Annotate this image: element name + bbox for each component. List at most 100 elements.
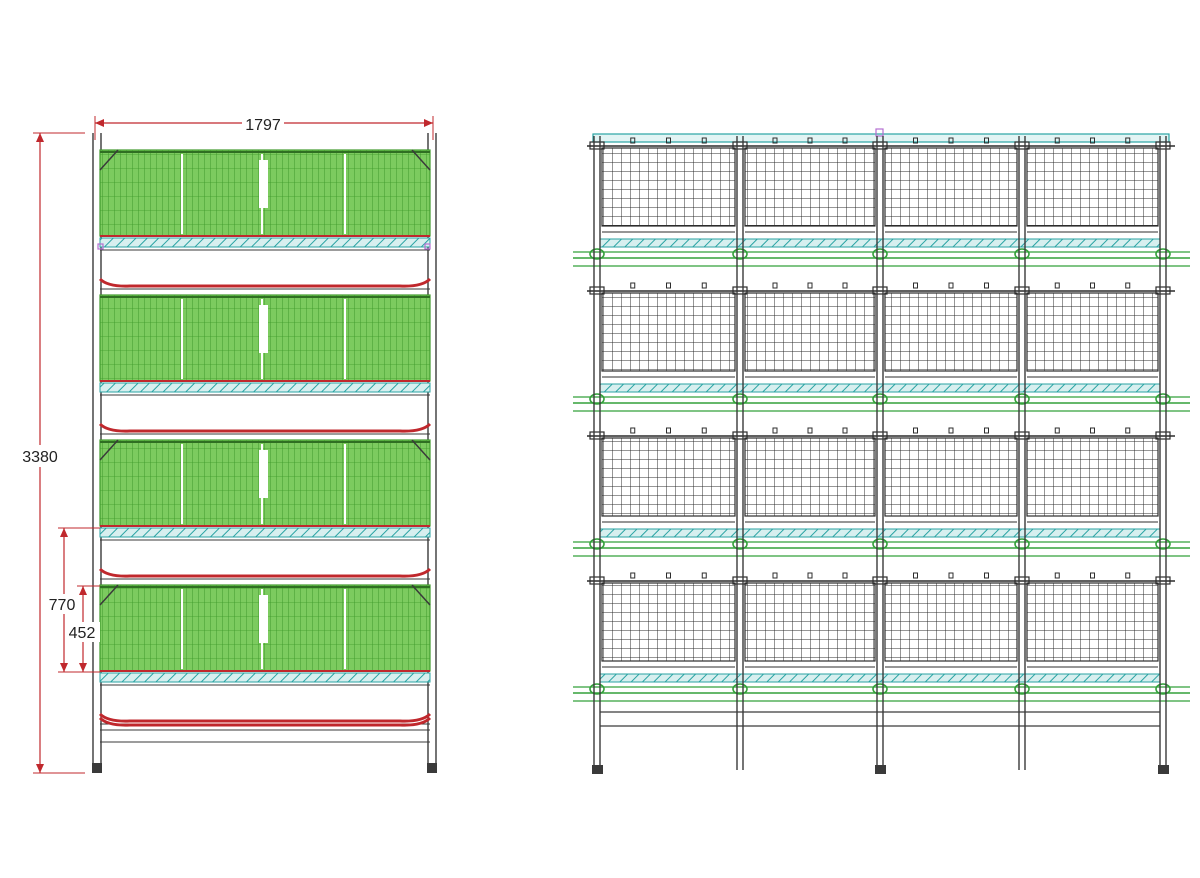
drinker-clamp — [732, 393, 748, 405]
tier-pitch-label: 770 — [49, 597, 76, 614]
post-foot — [427, 763, 437, 773]
feeder-tab — [948, 282, 954, 289]
feeder-tab — [807, 427, 813, 434]
feeder-tab — [666, 282, 671, 289]
feeder-tab — [807, 572, 813, 579]
manure-tray — [99, 382, 431, 393]
feeder-tab — [772, 427, 778, 434]
drinker-clamp — [1155, 393, 1171, 405]
drinker-clamp — [872, 683, 888, 695]
drinker-clamp — [872, 538, 888, 550]
feeder-tab — [701, 137, 707, 144]
drinker-clamp — [589, 393, 605, 405]
manure-tray — [599, 673, 1161, 683]
mesh-panel — [884, 292, 1018, 372]
feeder-tab — [772, 282, 778, 289]
corner-brace — [99, 584, 119, 606]
joint-marker — [875, 128, 884, 137]
feeder-tab — [772, 572, 778, 579]
feeder-tab — [984, 427, 989, 434]
feeder-tab — [1090, 427, 1095, 434]
feeder-tab — [913, 282, 918, 289]
manure-tray — [599, 383, 1161, 393]
cage-door — [259, 450, 268, 498]
feeder-tab — [1125, 137, 1131, 144]
drinker-clamp — [732, 248, 748, 260]
corner-brace — [99, 149, 119, 171]
joint-marker — [424, 243, 431, 250]
height-dimension: 3380 — [18, 132, 85, 774]
cage-height-label: 452 — [69, 625, 96, 642]
post-bracket — [589, 141, 605, 150]
drinker-clamp — [1155, 538, 1171, 550]
corner-brace — [99, 439, 119, 461]
mesh-panel — [601, 147, 736, 227]
mesh-panel — [601, 582, 736, 662]
feeder-tab — [1125, 572, 1131, 579]
drinker-clamp — [1014, 393, 1030, 405]
drinker-clamp — [872, 248, 888, 260]
feeder-tab — [772, 137, 778, 144]
manure-tray — [99, 672, 431, 683]
drinker-clamp — [872, 393, 888, 405]
drinker-clamp — [1155, 683, 1171, 695]
drinker-clamp — [1155, 248, 1171, 260]
feeder-tab — [1054, 427, 1060, 434]
manure-tray — [99, 527, 431, 538]
post-bracket — [1155, 431, 1171, 440]
feeder-tab — [842, 572, 848, 579]
mesh-panel — [884, 437, 1018, 517]
mesh-panel — [884, 147, 1018, 227]
feeder-tab — [807, 137, 813, 144]
post-bracket — [732, 141, 748, 150]
mesh-panel — [744, 292, 876, 372]
feeder-tab — [630, 427, 636, 434]
feeder-tab — [1090, 572, 1095, 579]
feeder-tab — [1125, 282, 1131, 289]
drinker-clamp — [589, 248, 605, 260]
feeder-tab — [1125, 427, 1131, 434]
feeder-tab — [701, 572, 707, 579]
post-foot — [875, 765, 886, 774]
post-bracket — [872, 431, 888, 440]
post-bracket — [732, 576, 748, 585]
post-bracket — [1155, 141, 1171, 150]
mesh-panel — [601, 292, 736, 372]
joint-marker — [97, 243, 104, 250]
mesh-panel — [1026, 437, 1159, 517]
feeder-tab — [630, 572, 636, 579]
feeder-tab — [842, 137, 848, 144]
post-bracket — [872, 141, 888, 150]
post-bracket — [872, 286, 888, 295]
manure-tray — [599, 528, 1161, 538]
mesh-panel — [744, 582, 876, 662]
post-bracket — [1014, 576, 1030, 585]
feeder-tab — [666, 427, 671, 434]
post-bracket — [1155, 286, 1171, 295]
mesh-panel — [1026, 147, 1159, 227]
feeder-tab — [1090, 282, 1095, 289]
post-bracket — [1155, 576, 1171, 585]
height-dimension-label: 3380 — [22, 449, 58, 466]
mesh-panel — [1026, 582, 1159, 662]
feeder-tab — [842, 427, 848, 434]
post-bracket — [732, 286, 748, 295]
feeder-tab — [1054, 572, 1060, 579]
side-view: 1797 3380 770 4 — [18, 115, 437, 774]
mesh-panel — [744, 147, 876, 227]
width-dimension: 1797 — [94, 115, 434, 140]
manure-belt — [98, 567, 432, 578]
feeder-tab — [984, 137, 989, 144]
front-view — [573, 128, 1190, 774]
post-bracket — [1014, 431, 1030, 440]
feeder-tab — [984, 572, 989, 579]
side-frame — [92, 133, 437, 773]
post-foot — [1158, 765, 1169, 774]
feeder-tab — [701, 427, 707, 434]
post-foot — [592, 765, 603, 774]
corner-brace — [411, 584, 431, 606]
feeder-tab — [842, 282, 848, 289]
drinker-clamp — [1014, 248, 1030, 260]
feeder-tab — [701, 282, 707, 289]
cage-door — [259, 595, 268, 643]
